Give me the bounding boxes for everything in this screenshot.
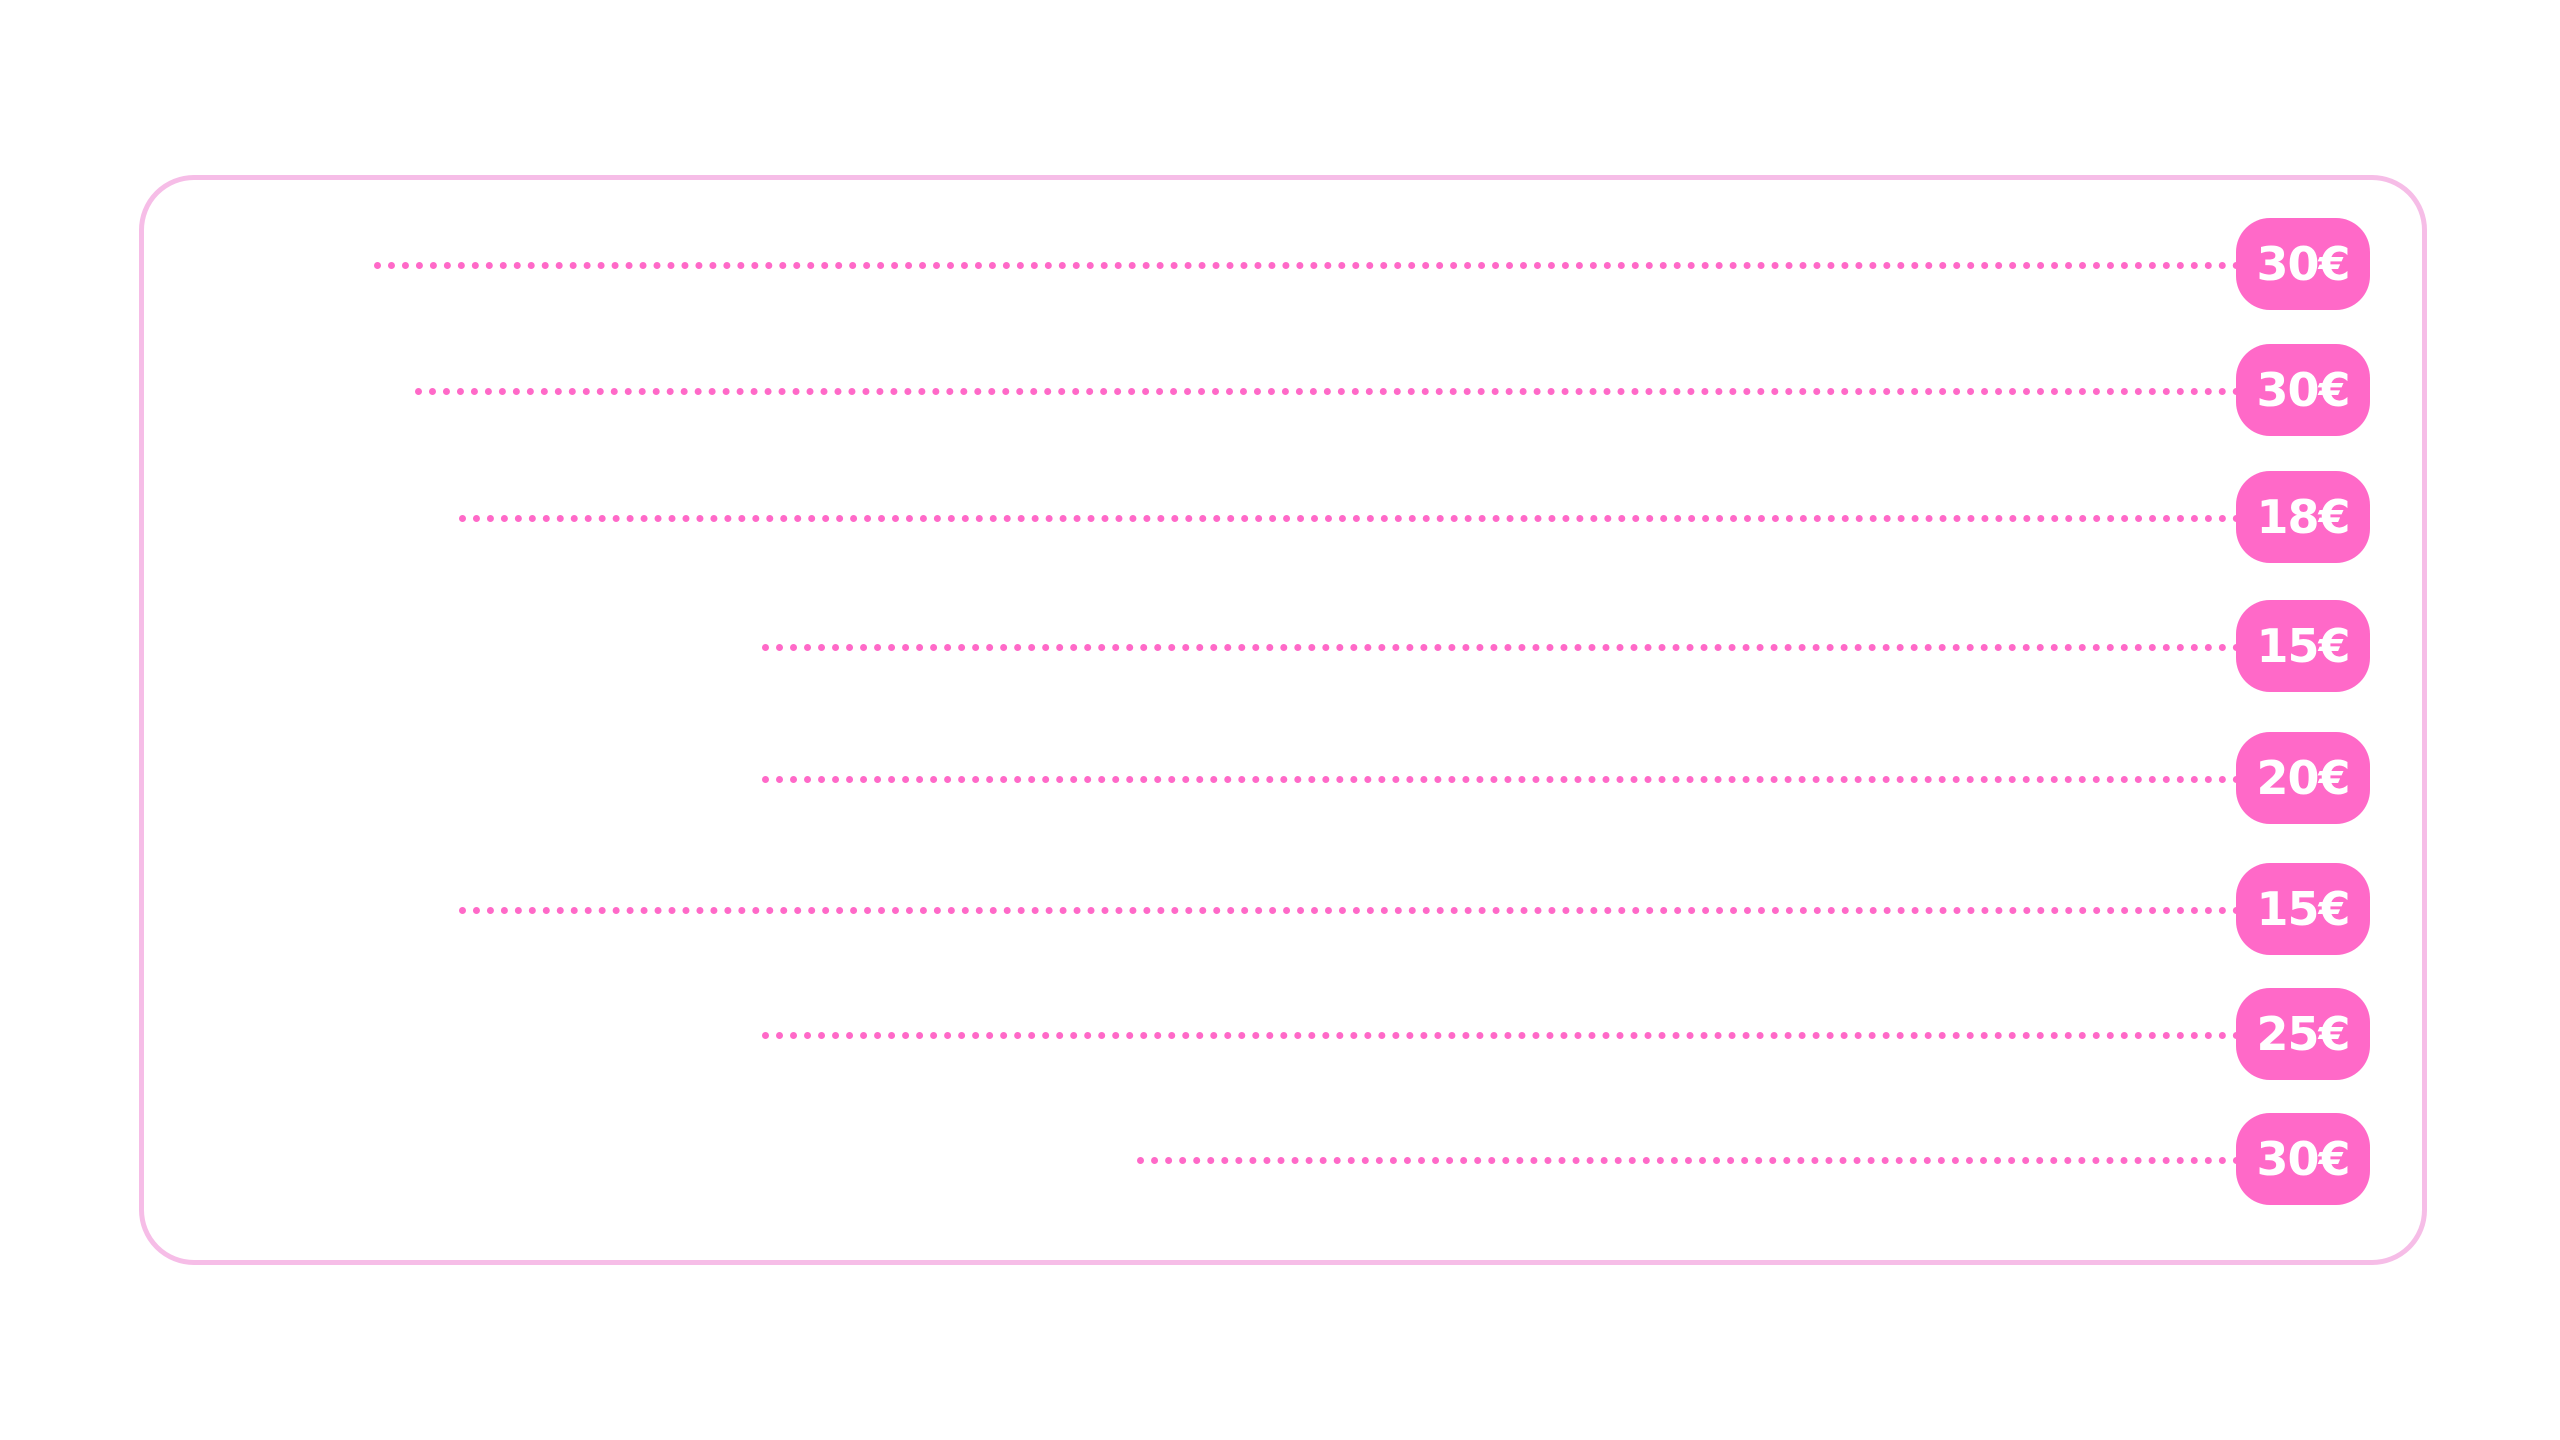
price-row: 18€: [144, 471, 2422, 563]
dotted-leader-line: [459, 907, 2311, 914]
price-badge: 15€: [2236, 863, 2370, 955]
price-badge: 20€: [2236, 732, 2370, 824]
price-row: 15€: [144, 600, 2422, 692]
price-list-card: 30€ 30€ 18€ 15€ 20€ 15€ 25€ 30€: [139, 175, 2427, 1265]
price-row: 30€: [144, 344, 2422, 436]
dotted-leader-line: [762, 776, 2311, 783]
dotted-leader-line: [1137, 1157, 2311, 1164]
price-badge: 15€: [2236, 600, 2370, 692]
price-badge: 30€: [2236, 344, 2370, 436]
price-row: 25€: [144, 988, 2422, 1080]
dotted-leader-line: [762, 1032, 2311, 1039]
price-row: 20€: [144, 732, 2422, 824]
price-row: 30€: [144, 218, 2422, 310]
dotted-leader-line: [415, 388, 2311, 395]
dotted-leader-line: [762, 644, 2311, 651]
price-row: 15€: [144, 863, 2422, 955]
price-badge: 18€: [2236, 471, 2370, 563]
price-badge: 30€: [2236, 218, 2370, 310]
price-badge: 25€: [2236, 988, 2370, 1080]
price-badge: 30€: [2236, 1113, 2370, 1205]
price-row: 30€: [144, 1113, 2422, 1205]
dotted-leader-line: [459, 515, 2311, 522]
dotted-leader-line: [374, 262, 2311, 269]
